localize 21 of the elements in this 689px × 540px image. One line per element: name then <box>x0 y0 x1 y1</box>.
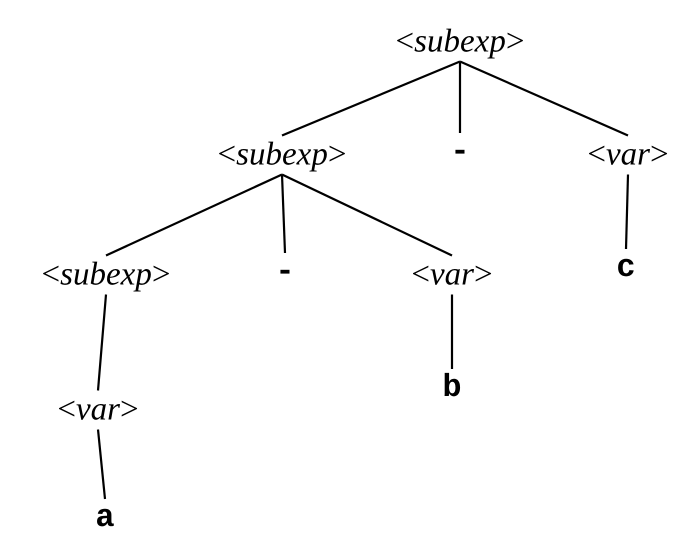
nonterminal-label: <subexp> <box>394 22 526 62</box>
tree-branch <box>460 60 628 136</box>
nonterminal-label: <var> <box>585 136 671 174</box>
terminal-symbol: - <box>273 253 297 291</box>
tree-branch <box>450 294 454 369</box>
nonterminal-label: <subexp> <box>216 136 348 174</box>
nonterminal-label: <subexp> <box>40 256 172 294</box>
nonterminal-label: <var> <box>55 390 141 430</box>
tree-branch <box>96 294 108 391</box>
nonterminal-label: <var> <box>409 256 495 294</box>
terminal-symbol: a <box>93 499 117 537</box>
tree-branch <box>624 174 630 250</box>
terminal-symbol: c <box>614 249 638 287</box>
terminal-symbol: b <box>440 369 464 407</box>
tree-branch <box>458 62 462 133</box>
tree-branch <box>282 60 460 137</box>
tree-branch <box>280 174 286 254</box>
terminal-symbol: - <box>448 133 472 171</box>
tree-branch <box>96 429 106 500</box>
tree-branch <box>282 174 452 256</box>
tree-branch <box>106 174 282 256</box>
